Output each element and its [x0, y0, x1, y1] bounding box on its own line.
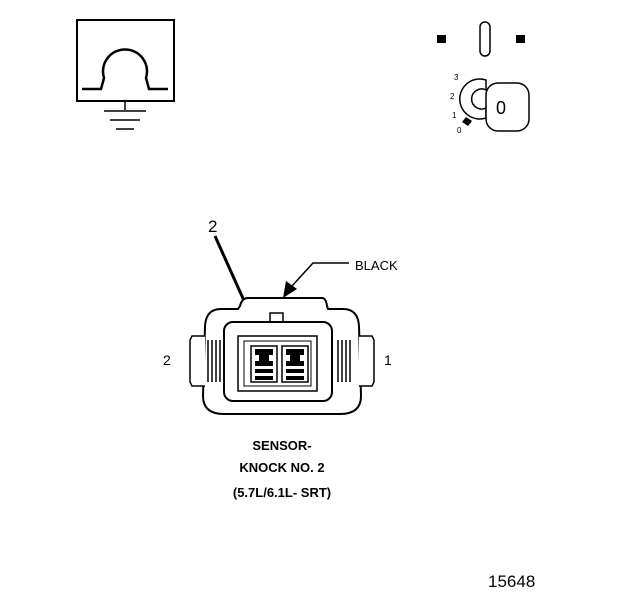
terminal-2: [250, 345, 278, 383]
key-position-2: 2: [450, 92, 455, 101]
terminal-cavity-inner: [243, 340, 312, 387]
terminal-1: [281, 345, 309, 383]
omega-icon: [82, 48, 168, 91]
key-head: [485, 82, 530, 132]
left-side-clip: [189, 335, 221, 387]
color-leader-line: [291, 262, 349, 287]
key-right-block: [516, 35, 525, 43]
connector-drawing: 2 BLACK: [163, 217, 398, 415]
ignition-key-icon: 0 3 2 1 0: [437, 21, 530, 135]
ohmmeter-symbol: [76, 19, 175, 130]
caption-line-2: KNOCK NO. 2: [239, 460, 324, 475]
figure-number: 15648: [488, 572, 535, 591]
right-side-clip: [337, 335, 375, 387]
key-indicator-icon: [462, 117, 472, 126]
key-label: 0: [496, 98, 506, 118]
key-position-1: 1: [452, 111, 457, 120]
color-leader-arrow: [283, 281, 297, 298]
key-slot: [479, 21, 491, 57]
pin-label-right: 1: [384, 352, 392, 368]
key-position-3: 3: [454, 73, 459, 82]
pin-label-left: 2: [163, 352, 171, 368]
key-shackle: [459, 78, 487, 120]
key-position-0: 0: [457, 126, 462, 135]
connector-caption: SENSOR- KNOCK NO. 2 (5.7L/6.1L- SRT): [233, 438, 331, 500]
caption-line-3: (5.7L/6.1L- SRT): [233, 485, 331, 500]
pointer-number: 2: [208, 217, 217, 236]
key-left-block: [437, 35, 446, 43]
caption-line-1: SENSOR-: [252, 438, 311, 453]
connector-color-label: BLACK: [355, 258, 398, 273]
